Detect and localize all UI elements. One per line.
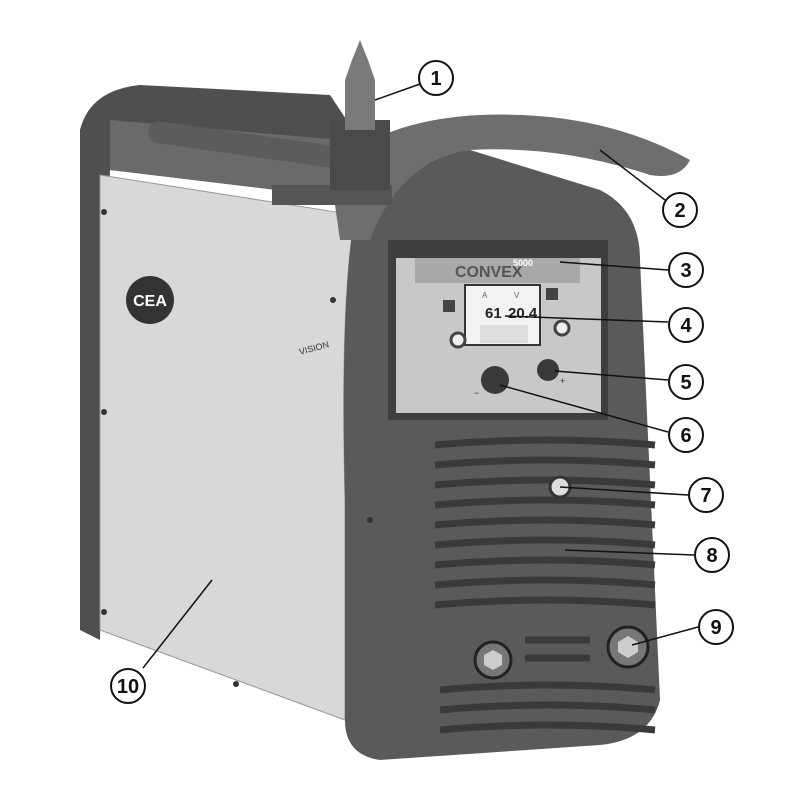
callout-number: 10: [117, 676, 139, 698]
callout-9: 9: [698, 609, 734, 645]
torch-holder: [330, 120, 390, 190]
callout-circle: [668, 417, 704, 453]
callout-2: 2: [662, 192, 698, 228]
leader-lines: [142, 83, 699, 669]
callout-number: 7: [700, 485, 711, 507]
callout-circle: [418, 60, 454, 96]
callout-circle: [694, 537, 730, 573]
callout-number: 4: [680, 315, 692, 337]
negative-socket-nut: [484, 650, 502, 670]
lcd-status-area: [480, 325, 528, 343]
carry-handle: [330, 114, 690, 240]
cea-logo-disc: [126, 276, 174, 324]
panel-button-left[interactable]: [443, 300, 455, 312]
panel-button-right[interactable]: [546, 288, 558, 300]
callout-3: 3: [668, 252, 704, 288]
model-number: 5000: [513, 258, 533, 268]
callout-circle: [668, 364, 704, 400]
knob-minus: −: [474, 388, 479, 398]
current-value: 61: [485, 305, 502, 322]
cea-logo: CEA: [133, 293, 167, 310]
callout-number: 5: [680, 372, 691, 394]
ventilation-grille: [434, 436, 656, 734]
callout-number: 8: [706, 545, 717, 567]
callout-10: 10: [110, 668, 146, 704]
callout-number: 1: [430, 68, 441, 90]
torch-connector: [345, 40, 375, 130]
knob-plus: +: [560, 376, 565, 386]
callout-circle: [662, 192, 698, 228]
callout-5: 5: [668, 364, 704, 400]
current-unit: A: [482, 291, 488, 300]
callout-circle: [110, 668, 146, 704]
callout-circle: [668, 307, 704, 343]
positive-socket-nut: [618, 636, 638, 658]
callout-number: 2: [674, 200, 685, 222]
brand-strip: [415, 258, 580, 283]
model-name: CONVEX: [455, 264, 523, 281]
callout-number: 3: [680, 260, 691, 282]
callout-circle: [698, 609, 734, 645]
callout-8: 8: [694, 537, 730, 573]
round-button-left[interactable]: [449, 331, 467, 349]
callout-circle: [688, 477, 724, 513]
callout-circle: [668, 252, 704, 288]
screws: [101, 209, 373, 687]
handle-bar: [148, 121, 357, 170]
callout-number: 9: [710, 617, 721, 639]
side-panel: [99, 174, 356, 721]
callout-6: 6: [668, 417, 704, 453]
callout-number: 6: [680, 425, 691, 447]
round-button-right[interactable]: [553, 319, 571, 337]
voltage-unit: V: [514, 291, 520, 300]
voltage-value: 20.4: [508, 305, 538, 322]
callout-1: 1: [418, 60, 454, 96]
callout-4: 4: [668, 307, 704, 343]
right-knob[interactable]: [537, 359, 559, 381]
callout-7: 7: [688, 477, 724, 513]
left-knob[interactable]: [481, 366, 509, 394]
